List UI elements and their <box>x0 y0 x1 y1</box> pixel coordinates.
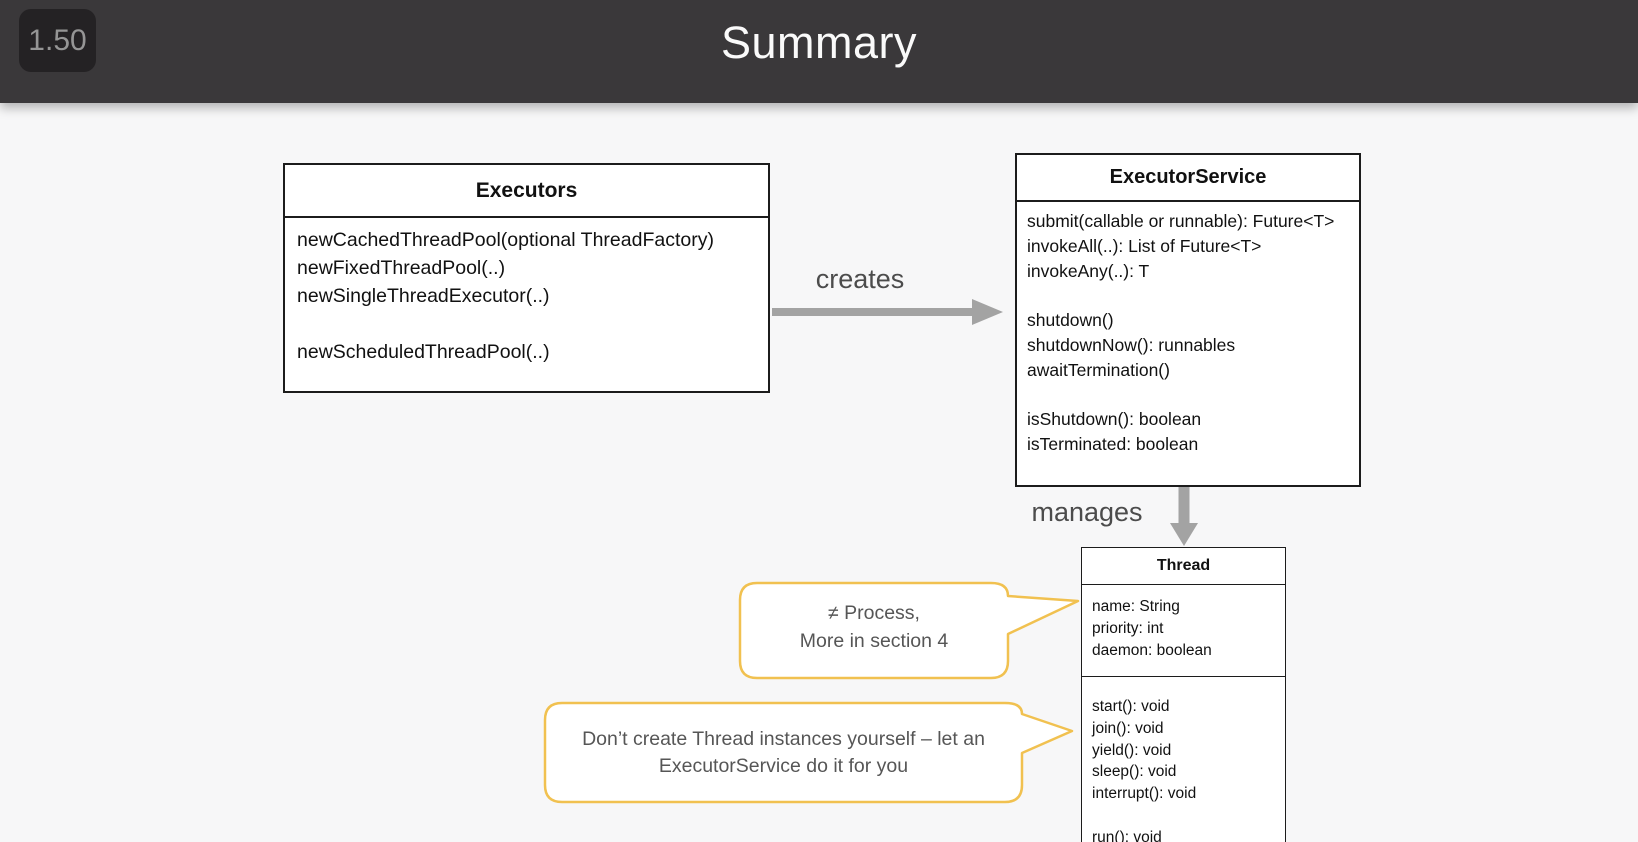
method-line: yield(): void <box>1092 741 1172 759</box>
executor-service-class-title: ExecutorService <box>1017 155 1359 202</box>
advice-note-text: Don’t create Thread instances yourself –… <box>545 726 1022 780</box>
spacer-line <box>1027 283 1349 308</box>
process-note-speech-bubble <box>738 581 1080 680</box>
executors-method-list: newCachedThreadPool(optional ThreadFacto… <box>285 218 768 366</box>
method-line: newCachedThreadPool(optional ThreadFacto… <box>297 229 714 251</box>
method-line: newSingleThreadExecutor(..) <box>297 285 550 307</box>
spacer-line <box>297 310 756 338</box>
method-line: invokeAll(..): List of Future<T> <box>1027 235 1262 256</box>
spacer-line <box>1027 383 1349 408</box>
attribute-line: daemon: boolean <box>1092 641 1212 659</box>
method-line: start(): void <box>1092 698 1170 715</box>
method-line: sleep(): void <box>1092 763 1177 781</box>
creates-arrow-right-icon <box>772 299 1003 325</box>
attribute-line: priority: int <box>1092 619 1164 637</box>
executor-service-class-box: ExecutorService submit(callable or runna… <box>1015 153 1361 487</box>
thread-method-list: start(): void join(): void yield(): void… <box>1082 677 1285 842</box>
thread-attribute-list: name: String priority: int daemon: boole… <box>1082 585 1285 677</box>
process-note-line: ≠ Process, <box>828 602 920 624</box>
executors-class-title: Executors <box>285 165 768 218</box>
process-note-line: More in section 4 <box>799 629 949 652</box>
advice-note-line: Don’t create Thread instances yourself –… <box>582 728 985 750</box>
method-line: newFixedThreadPool(..) <box>297 257 506 279</box>
thread-class-box: Thread name: String priority: int daemon… <box>1081 547 1286 842</box>
slide-title: Summary <box>720 17 918 68</box>
process-note-text: ≠ Process, More in section 4 <box>740 600 1008 655</box>
attribute-line: name: String <box>1092 598 1180 615</box>
executors-class-box: Executors newCachedThreadPool(optional T… <box>283 163 770 393</box>
method-line: submit(callable or runnable): Future<T> <box>1027 211 1335 231</box>
creates-relation-label: creates <box>815 264 905 294</box>
manages-relation-label: manages <box>1031 497 1143 527</box>
method-line: join(): void <box>1092 719 1164 737</box>
thread-class-title: Thread <box>1082 548 1285 585</box>
advice-note-line: ExecutorService do it for you <box>658 755 909 777</box>
method-line: interrupt(): void <box>1092 785 1197 803</box>
method-line: awaitTermination() <box>1027 359 1170 380</box>
method-line: run(): void <box>1092 828 1162 842</box>
method-line: shutdownNow(): runnables <box>1027 334 1236 355</box>
slide-number-badge: 1.50 <box>19 9 96 72</box>
method-line: newScheduledThreadPool(..) <box>297 341 550 363</box>
method-line: isShutdown(): boolean <box>1027 409 1202 430</box>
executor-service-method-list: submit(callable or runnable): Future<T> … <box>1017 202 1359 457</box>
method-line: isTerminated: boolean <box>1027 434 1199 455</box>
advice-note-speech-bubble <box>543 701 1074 804</box>
manages-arrow-down-icon <box>1170 487 1198 546</box>
method-line: shutdown() <box>1027 310 1114 331</box>
spacer-line <box>1092 805 1275 827</box>
header-bar: 1.50 Summary <box>0 0 1638 103</box>
method-line: invokeAny(..): T <box>1027 260 1150 281</box>
